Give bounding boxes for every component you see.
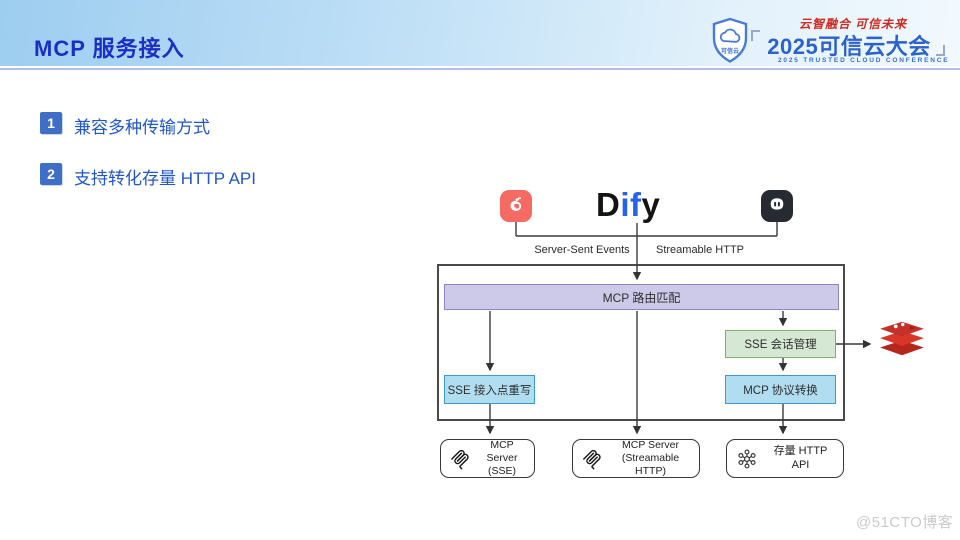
conference-name: 2025可信云大会 [767, 34, 931, 59]
trusted-cloud-shield-icon [712, 17, 748, 63]
backend-label: MCP Server(SSE) [486, 438, 518, 478]
network-api-icon [735, 447, 759, 471]
chatbox-app-icon [761, 190, 793, 222]
bullet-text-2: 支持转化存量 HTTP API [74, 169, 256, 188]
backend-label: MCP Server(Streamable HTTP) [621, 438, 680, 478]
backend-mcp-server-sse: MCP Server(SSE) [440, 439, 535, 478]
slide-header: MCP 服务接入 可信云 云智融合 可信未来 2025可信云大会 2025 TR… [0, 0, 960, 66]
mcp-logo-icon [449, 448, 471, 470]
conference-slogan: 云智融合 可信未来 [798, 17, 907, 31]
mcp-logo-icon [581, 448, 603, 470]
backend-mcp-server-streamable: MCP Server(Streamable HTTP) [572, 439, 700, 478]
dify-letters-if: if [620, 186, 642, 223]
node-sse-rewrite: SSE 接入点重写 [444, 375, 535, 404]
shield-label: 可信云 [720, 49, 739, 55]
watermark: @51CTO博客 [856, 514, 954, 531]
node-sse-session: SSE 会话管理 [725, 330, 836, 358]
bullet-text-1: 兼容多种传输方式 [74, 118, 210, 137]
dify-letter-d: D [596, 186, 621, 223]
backend-legacy-http-api: 存量 HTTP API [726, 439, 844, 478]
corner-bracket-left [751, 30, 760, 41]
dify-logo: Dify [596, 186, 660, 224]
corner-bracket-right [936, 45, 945, 56]
edge-label-server-sent-events: Server-Sent Events [534, 244, 630, 256]
node-protocol-convert: MCP 协议转换 [725, 375, 836, 404]
node-mcp-router: MCP 路由匹配 [444, 284, 839, 310]
page-title: MCP 服务接入 [34, 36, 185, 61]
edge-label-streamable-http: Streamable HTTP [655, 244, 745, 256]
redis-icon [877, 319, 927, 365]
backend-label: 存量 HTTP API [773, 444, 828, 471]
bullet-number-1: 1 [40, 112, 62, 134]
conference-name-en: 2025 TRUSTED CLOUD CONFERENCE [778, 57, 950, 64]
dify-letter-y: y [641, 186, 661, 223]
bullet-number-2: 2 [40, 163, 62, 185]
cherry-studio-app-icon [500, 190, 532, 222]
